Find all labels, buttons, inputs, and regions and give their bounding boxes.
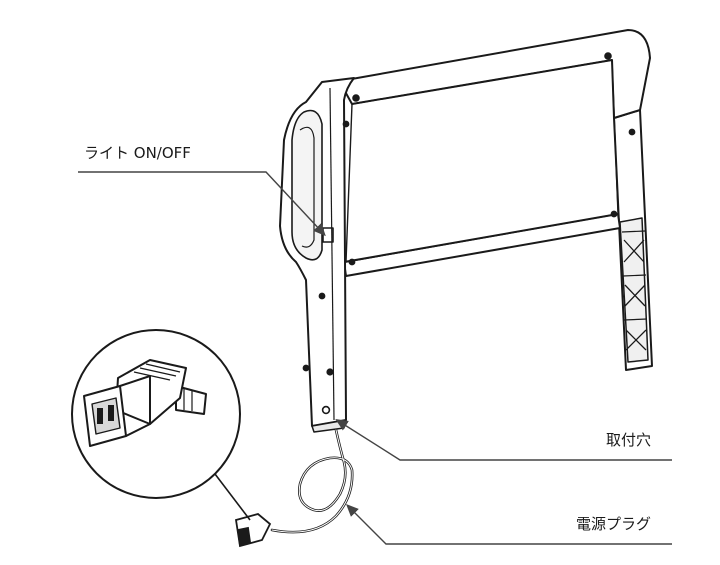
magnifier-circle: [71, 329, 251, 521]
power-cord: [270, 428, 354, 534]
screw-hole: [628, 128, 636, 136]
screw-hole: [610, 210, 618, 218]
leader-lines: [78, 171, 672, 545]
top-rail: [341, 29, 651, 119]
screw-hole: [348, 258, 356, 266]
screw-hole: [604, 52, 612, 60]
bed-headboard-frame: [279, 29, 653, 433]
screw-hole: [318, 292, 326, 300]
cross-rail: [343, 213, 621, 277]
leader-light-switch: [78, 171, 326, 237]
power-plug-connector: [83, 359, 207, 447]
mounting-hole: [321, 405, 331, 415]
label-light-switch: ライト ON/OFF: [84, 144, 191, 162]
light-housing: [291, 109, 323, 261]
mounting-hole-dot: [326, 368, 334, 376]
leader-power-plug: [346, 504, 672, 545]
leader-mounting-hole: [335, 419, 672, 461]
screw-hole: [302, 364, 310, 372]
label-power-plug: 電源プラグ: [576, 515, 652, 533]
screw-hole: [342, 120, 350, 128]
label-mounting-hole: 取付穴: [606, 431, 652, 449]
power-plug-small: [234, 513, 272, 548]
screw-hole: [352, 94, 360, 102]
